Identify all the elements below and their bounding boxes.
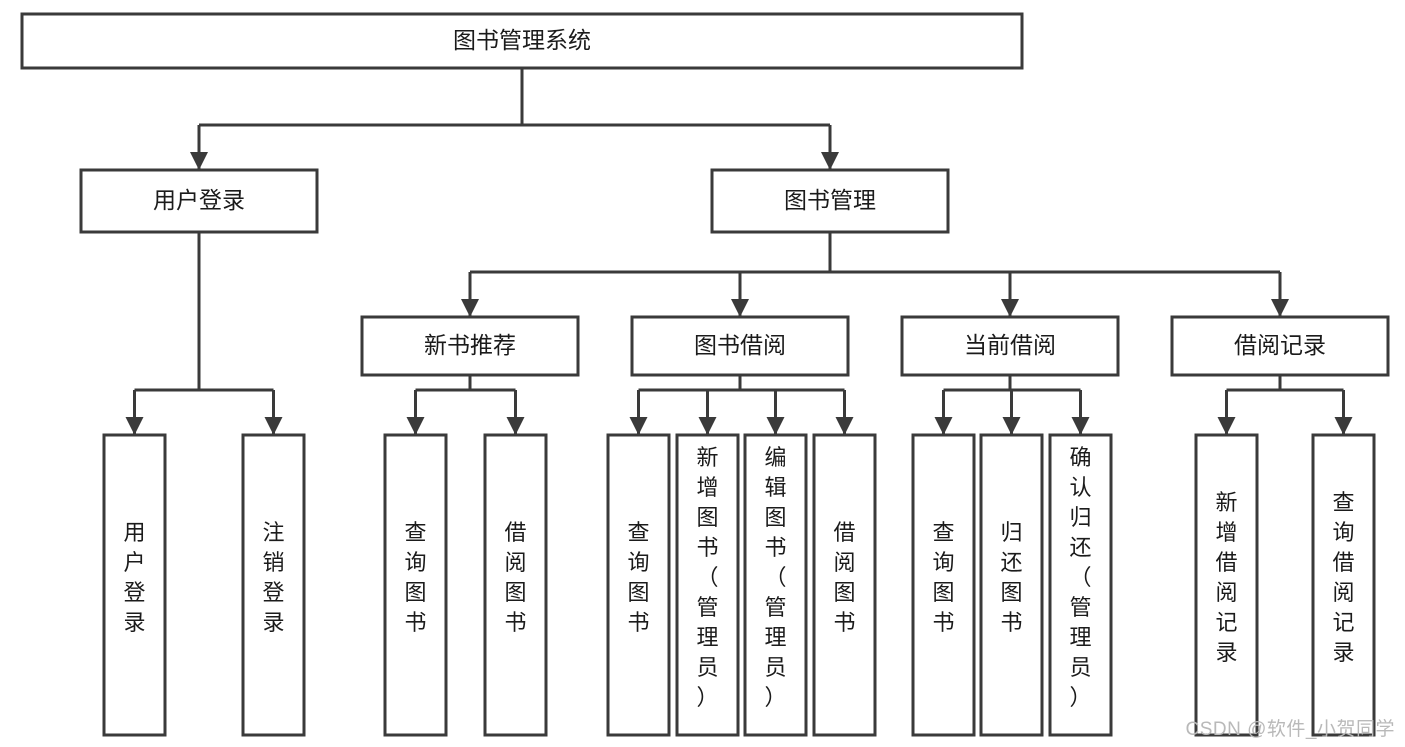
node-leaf-user-login-box	[102, 433, 167, 737]
node-borrow-record-box	[1170, 315, 1390, 377]
node-leaf-borrow-book-2-label: 借阅图书	[833, 520, 855, 635]
arrow-head-icon	[1217, 417, 1236, 435]
arrow-head-icon	[1002, 417, 1021, 435]
arrow-head-icon	[934, 417, 953, 435]
node-book-borrow[interactable]: 图书借阅	[630, 315, 850, 377]
arrow-head-icon	[1001, 299, 1019, 317]
node-leaf-query-book-1-label: 查询图书	[404, 520, 426, 635]
node-leaf-query-book-3-label: 查询图书	[932, 520, 954, 635]
node-leaf-add-book[interactable]: 新增图书（管理员）	[675, 433, 740, 737]
node-leaf-query-record-box	[1311, 433, 1376, 737]
connectors-layer	[125, 68, 1353, 435]
arrow-head-icon	[731, 299, 749, 317]
arrow-head-icon	[461, 299, 479, 317]
node-root-box	[20, 12, 1024, 70]
node-leaf-borrow-book-1-box	[483, 433, 548, 737]
node-leaf-add-book-label: 新增图书（管理员）	[696, 445, 718, 710]
node-new-book-recommend-label: 新书推荐	[424, 332, 516, 358]
node-leaf-edit-book-label: 编辑图书（管理员）	[764, 445, 786, 710]
node-leaf-add-record-box	[1194, 433, 1259, 737]
node-new-book-recommend-box	[360, 315, 580, 377]
arrow-head-icon	[698, 417, 717, 435]
arrow-head-icon	[1271, 299, 1289, 317]
node-leaf-add-book-box	[675, 433, 740, 737]
node-root-label: 图书管理系统	[453, 27, 591, 53]
node-leaf-query-book-3[interactable]: 查询图书	[911, 433, 976, 737]
node-user-login-box	[79, 168, 319, 234]
node-leaf-query-book-2[interactable]: 查询图书	[606, 433, 671, 737]
node-new-book-recommend[interactable]: 新书推荐	[360, 315, 580, 377]
node-leaf-query-book-2-box	[606, 433, 671, 737]
node-leaf-edit-book[interactable]: 编辑图书（管理员）	[743, 433, 808, 737]
node-leaf-query-book-1-box	[383, 433, 448, 737]
node-user-login[interactable]: 用户登录	[79, 168, 319, 234]
arrow-head-icon	[264, 417, 283, 435]
arrow-head-icon	[1071, 417, 1090, 435]
node-leaf-borrow-book-2[interactable]: 借阅图书	[812, 433, 877, 737]
node-book-borrow-label: 图书借阅	[694, 332, 786, 358]
node-leaf-user-logout-label: 注销登录	[262, 520, 284, 635]
node-leaf-query-record[interactable]: 查询借阅记录	[1311, 433, 1376, 737]
node-leaf-user-logout-box	[241, 433, 306, 737]
node-current-borrow-box	[900, 315, 1120, 377]
node-leaf-query-book-1[interactable]: 查询图书	[383, 433, 448, 737]
arrow-head-icon	[629, 417, 648, 435]
node-current-borrow-label: 当前借阅	[964, 332, 1056, 358]
node-leaf-return-book[interactable]: 归还图书	[979, 433, 1044, 737]
arrow-head-icon	[821, 152, 839, 170]
node-book-manage[interactable]: 图书管理	[710, 168, 950, 234]
node-leaf-query-record-label: 查询借阅记录	[1332, 490, 1354, 665]
edge-group-root	[190, 68, 839, 170]
arrow-head-icon	[406, 417, 425, 435]
edge-group-borrow-record	[1217, 375, 1353, 435]
node-leaf-confirm-return-label: 确认归还（管理员）	[1069, 445, 1091, 710]
arrow-head-icon	[766, 417, 785, 435]
node-user-login-label: 用户登录	[153, 187, 245, 213]
node-leaf-add-record[interactable]: 新增借阅记录	[1194, 433, 1259, 737]
node-leaf-confirm-return[interactable]: 确认归还（管理员）	[1048, 433, 1113, 737]
node-leaf-user-login[interactable]: 用户登录	[102, 433, 167, 737]
arrow-head-icon	[506, 417, 525, 435]
node-leaf-query-book-3-box	[911, 433, 976, 737]
nodes-layer: 图书管理系统用户登录图书管理新书推荐图书借阅当前借阅借阅记录用户登录注销登录查询…	[20, 12, 1390, 737]
node-leaf-add-record-label: 新增借阅记录	[1215, 490, 1237, 665]
edge-group-book-manage	[461, 232, 1289, 317]
edge-group-current-borrow	[934, 375, 1090, 435]
edge-group-user-login	[125, 232, 283, 435]
arrow-head-icon	[190, 152, 208, 170]
node-leaf-borrow-book-2-box	[812, 433, 877, 737]
node-leaf-confirm-return-box	[1048, 433, 1113, 737]
node-leaf-edit-book-box	[743, 433, 808, 737]
node-leaf-return-book-box	[979, 433, 1044, 737]
edge-group-new-book-recommend	[406, 375, 525, 435]
arrow-head-icon	[1334, 417, 1353, 435]
node-book-borrow-box	[630, 315, 850, 377]
node-book-manage-box	[710, 168, 950, 234]
node-leaf-borrow-book-1-label: 借阅图书	[504, 520, 526, 635]
node-borrow-record[interactable]: 借阅记录	[1170, 315, 1390, 377]
arrow-head-icon	[835, 417, 854, 435]
node-book-manage-label: 图书管理	[784, 187, 876, 213]
node-current-borrow[interactable]: 当前借阅	[900, 315, 1120, 377]
node-leaf-query-book-2-label: 查询图书	[627, 520, 649, 635]
node-borrow-record-label: 借阅记录	[1234, 332, 1326, 358]
edge-group-book-borrow	[629, 375, 854, 435]
node-leaf-user-login-label: 用户登录	[123, 520, 145, 635]
node-leaf-user-logout[interactable]: 注销登录	[241, 433, 306, 737]
arrow-head-icon	[125, 417, 144, 435]
node-root[interactable]: 图书管理系统	[20, 12, 1024, 70]
node-leaf-return-book-label: 归还图书	[1000, 520, 1022, 635]
node-leaf-borrow-book-1[interactable]: 借阅图书	[483, 433, 548, 737]
